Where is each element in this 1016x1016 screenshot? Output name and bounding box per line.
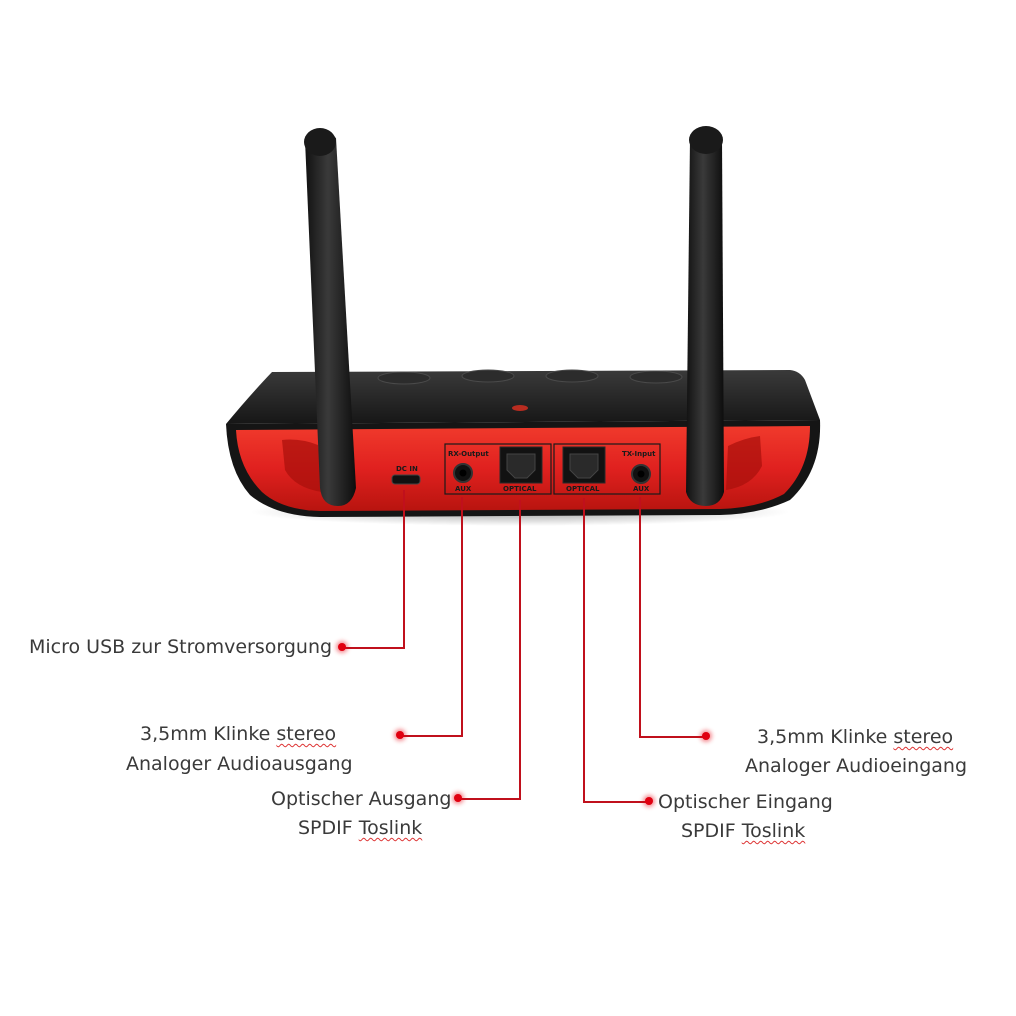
top-button-2	[461, 369, 515, 383]
tx-input-label: TX-Input	[622, 450, 656, 458]
aux-right-label: AUX	[633, 485, 650, 493]
top-button-4	[629, 370, 683, 384]
aux-out-leader-h	[400, 735, 463, 737]
aux-out-leader-v	[461, 497, 463, 737]
micro-usb-port	[391, 474, 421, 485]
aux-in-leader-h	[639, 736, 706, 738]
device-top-surface	[226, 370, 820, 424]
optical-in-callout-line1: Optischer Eingang	[658, 791, 833, 813]
left-antenna	[304, 128, 356, 506]
optical-out-leader-v	[519, 500, 521, 800]
optical-out-leader-h	[458, 798, 521, 800]
optical-in-callout-line2: SPDIF Toslink	[681, 820, 806, 842]
rx-output-label: RX-Output	[448, 450, 489, 458]
optical-out-dot	[454, 794, 462, 802]
status-led	[512, 405, 528, 411]
optical-left-label: OPTICAL	[503, 485, 537, 493]
optical-in-leader-v	[583, 498, 585, 803]
optical-out-callout-line2: SPDIF Toslink	[298, 817, 423, 839]
dc-in-label: DC IN	[396, 465, 418, 473]
aux-out-dot	[396, 731, 404, 739]
aux-in-callout-line2: Analoger Audioeingang	[745, 755, 968, 777]
top-button-1	[377, 371, 431, 385]
right-antenna	[686, 126, 724, 506]
aux-out-callout-line1: 3,5mm Klinke stereo	[140, 723, 337, 745]
micro-usb-leader-h	[342, 647, 405, 649]
aux-in-dot	[702, 732, 710, 740]
aux-in-callout-line1: 3,5mm Klinke stereo	[757, 726, 954, 748]
aux-out-callout-line2: Analoger Audioausgang	[126, 753, 353, 775]
optical-in-dot	[645, 797, 653, 805]
aux-left-label: AUX	[455, 485, 472, 493]
aux-in-leader-v	[639, 497, 641, 737]
optical-out-callout-line1: Optischer Ausgang	[271, 788, 452, 810]
top-button-3	[545, 369, 599, 383]
optical-right-label: OPTICAL	[566, 485, 600, 493]
micro-usb-dot	[338, 643, 346, 651]
micro-usb-callout: Micro USB zur Stromversorgung	[29, 636, 333, 658]
optical-in-leader-h	[583, 801, 649, 803]
micro-usb-leader-v	[403, 490, 405, 648]
